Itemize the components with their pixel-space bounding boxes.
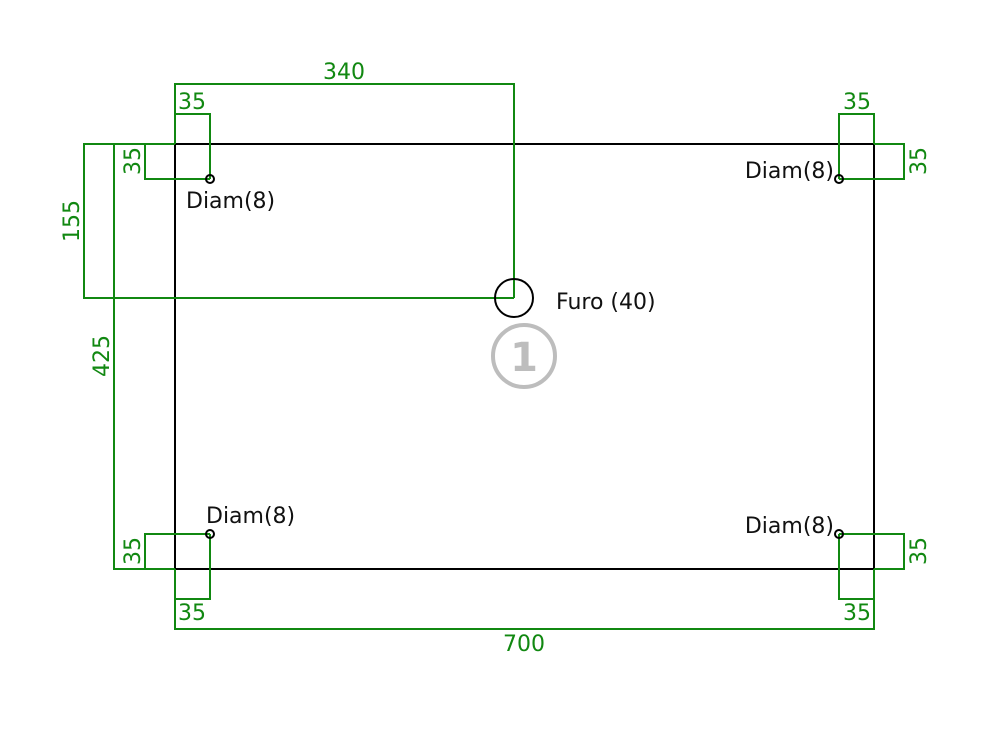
top-left-hole-label: Diam(8) bbox=[186, 189, 275, 214]
bottom-left-y-dimension-line bbox=[144, 533, 210, 570]
top-right-hole bbox=[834, 174, 844, 184]
top-left-x-dimension-label: 35 bbox=[178, 90, 206, 115]
top-left-x-dimension-line bbox=[174, 113, 211, 179]
height-dimension-line bbox=[113, 143, 175, 570]
height-dimension-label: 425 bbox=[90, 335, 115, 377]
bottom-left-x-dimension-line bbox=[174, 534, 211, 600]
width-dimension-label: 700 bbox=[503, 632, 545, 657]
top-right-x-dimension-line bbox=[838, 113, 875, 179]
bottom-right-hole bbox=[834, 529, 844, 539]
bottom-right-y-dimension-line bbox=[839, 533, 905, 570]
dimension-lines bbox=[83, 83, 905, 630]
top-left-y-dimension-line bbox=[144, 143, 210, 180]
plate-outline bbox=[174, 143, 875, 570]
part-number-badge bbox=[491, 323, 557, 389]
bottom-right-x-dimension-label: 35 bbox=[843, 601, 871, 626]
bottom-right-x-dimension-line bbox=[838, 534, 875, 600]
top-right-y-dimension-label: 35 bbox=[907, 147, 932, 175]
center-hole bbox=[494, 278, 534, 318]
top-left-y-dimension-label: 35 bbox=[121, 147, 146, 175]
bottom-left-hole-label: Diam(8) bbox=[206, 504, 295, 529]
bottom-left-y-dimension-label: 35 bbox=[121, 537, 146, 565]
bottom-left-hole bbox=[205, 529, 215, 539]
width-dimension-line bbox=[174, 569, 875, 630]
bottom-right-hole-label: Diam(8) bbox=[745, 514, 834, 539]
center-y-dimension-label: 155 bbox=[60, 200, 85, 242]
top-right-y-dimension-line bbox=[839, 143, 905, 180]
top-right-hole-label: Diam(8) bbox=[745, 159, 834, 184]
bottom-left-x-dimension-label: 35 bbox=[178, 601, 206, 626]
part-number-label: 1 bbox=[510, 335, 538, 381]
bottom-right-y-dimension-label: 35 bbox=[907, 537, 932, 565]
center-y-dimension-line bbox=[83, 143, 514, 299]
top-left-hole bbox=[205, 174, 215, 184]
center-hole-label: Furo (40) bbox=[556, 290, 656, 315]
center-x-dimension-label: 340 bbox=[323, 60, 365, 85]
top-right-x-dimension-label: 35 bbox=[843, 90, 871, 115]
